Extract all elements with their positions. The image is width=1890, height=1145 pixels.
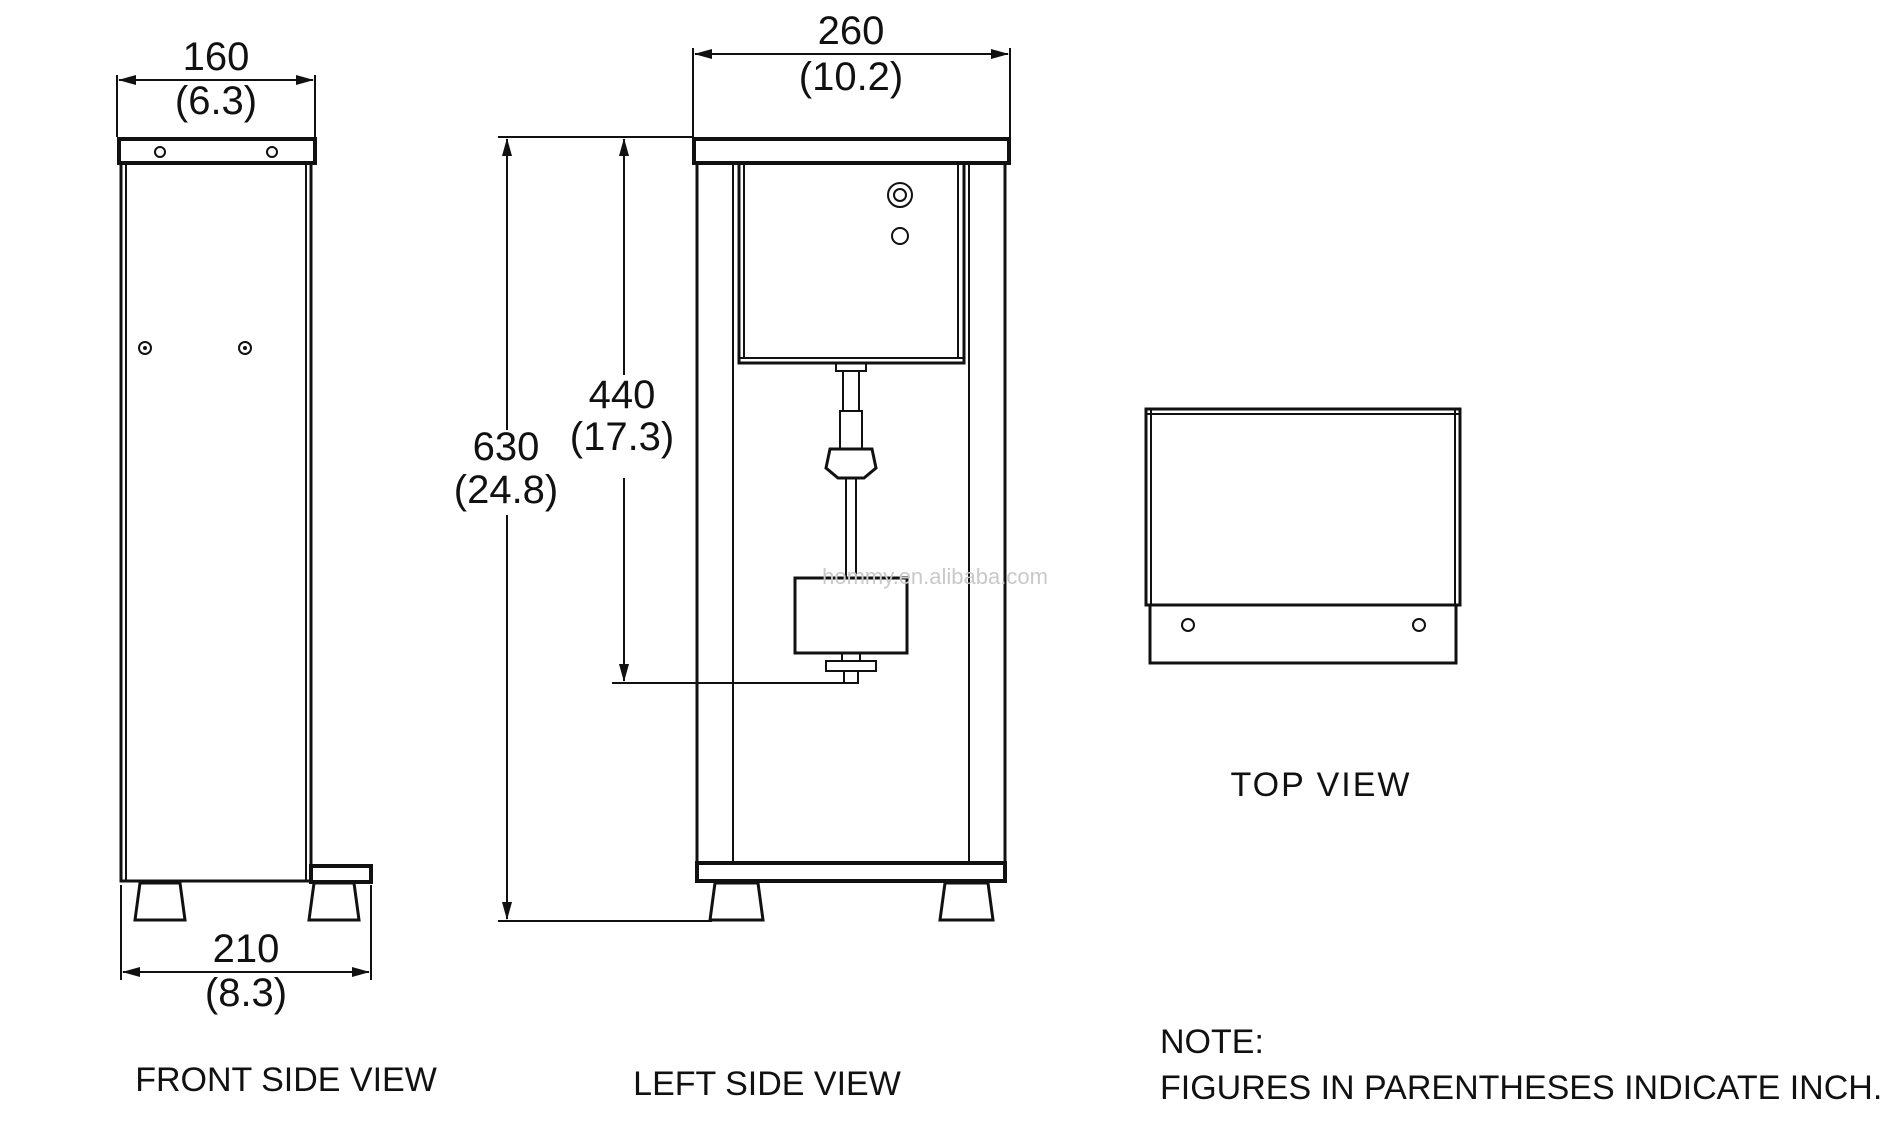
- front-width-bottom-inch: (8.3): [205, 971, 287, 1015]
- top-view: TOP VIEW: [1144, 407, 1462, 804]
- front-bolt-center: [143, 346, 147, 350]
- front-foot: [307, 881, 361, 922]
- total-height-inch: (24.8): [454, 468, 559, 512]
- tap-rod: [845, 477, 857, 579]
- left-base-plate: [695, 861, 1007, 883]
- left-side-view: 260 (10.2) LEFT SIDE VIEW: [633, 9, 1011, 1103]
- tank-box: [737, 161, 966, 365]
- left-view-title: LEFT SIDE VIEW: [633, 1065, 901, 1103]
- top-drip-tray: [1148, 603, 1458, 665]
- front-screw-icon: [266, 146, 278, 158]
- temperature-knob-icon: [887, 182, 913, 208]
- front-bolt-icon: [238, 341, 252, 355]
- spout-height-inch: (17.3): [570, 415, 675, 459]
- top-view-title: TOP VIEW: [1230, 766, 1411, 804]
- left-top-plate: [692, 137, 1011, 165]
- top-screw-icon: [1412, 618, 1426, 632]
- front-bolt-icon: [138, 341, 152, 355]
- tap-stem: [842, 370, 860, 412]
- height-dimensions: 630 (24.8) 440 (17.3): [454, 136, 845, 922]
- front-side-view: 160 (6.3) 210 (8.3) FRONT SIDE VIEW: [116, 35, 437, 1099]
- left-width-inch: (10.2): [799, 55, 904, 99]
- knob-inner: [893, 188, 907, 202]
- total-height-value: 630: [473, 425, 540, 469]
- top-screw-icon: [1181, 618, 1195, 632]
- note-block: NOTE: FIGURES IN PARENTHESES INDICATE IN…: [1160, 1023, 1882, 1107]
- spout-height-value: 440: [589, 373, 656, 417]
- left-foot: [938, 881, 995, 922]
- front-top-plate: [117, 137, 317, 165]
- watermark: hommy.en.alibaba.com: [822, 564, 1048, 589]
- note-heading: NOTE:: [1160, 1023, 1264, 1061]
- front-screw-icon: [154, 146, 166, 158]
- front-body: [119, 161, 313, 883]
- tap-body: [839, 410, 863, 450]
- indicator-light-icon: [891, 227, 909, 245]
- front-width-top-inch: (6.3): [175, 79, 257, 123]
- valve-block: [793, 576, 909, 655]
- front-foot: [133, 881, 187, 922]
- left-width-value: 260: [818, 9, 885, 53]
- front-width-bottom-value: 210: [213, 927, 280, 971]
- top-body: [1144, 407, 1462, 607]
- front-width-top-value: 160: [183, 35, 250, 79]
- left-foot: [708, 881, 765, 922]
- front-view-title: FRONT SIDE VIEW: [135, 1061, 437, 1099]
- nozzle-tip: [843, 670, 859, 684]
- note-text: FIGURES IN PARENTHESES INDICATE INCH.: [1160, 1069, 1882, 1107]
- tap-handle-icon: [824, 447, 878, 480]
- nozzle-flange: [825, 660, 877, 672]
- front-bolt-center: [243, 346, 247, 350]
- front-drip-ledge: [309, 864, 373, 884]
